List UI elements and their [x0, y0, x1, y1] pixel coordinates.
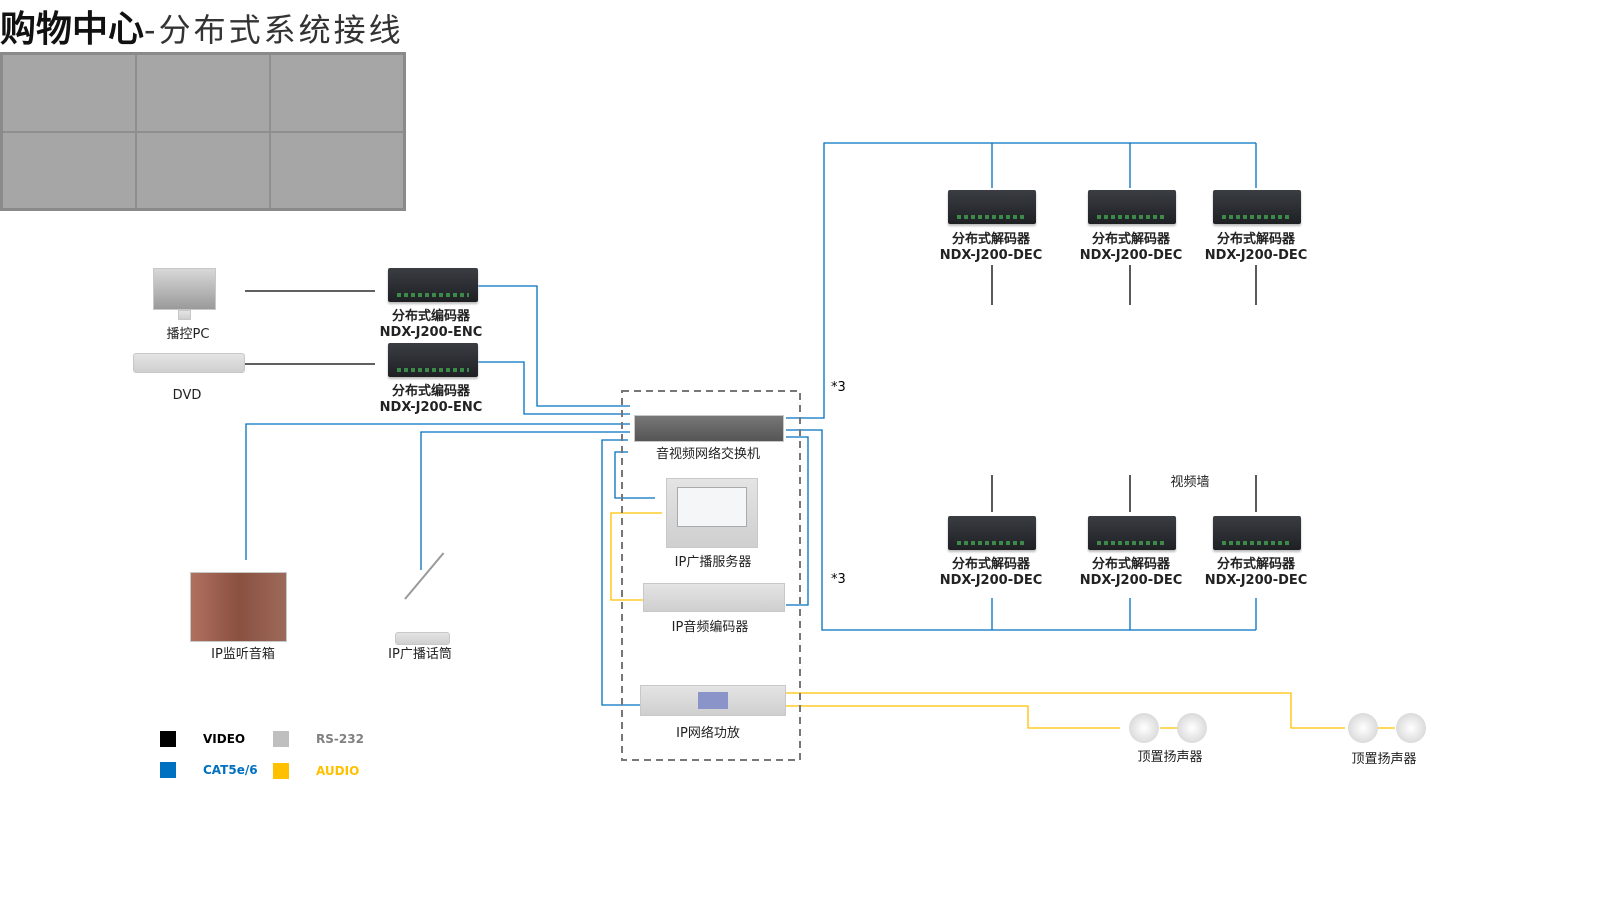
encoder-icon	[388, 268, 478, 302]
ceiling-speaker-icon	[1129, 713, 1159, 743]
decoder-icon	[1088, 190, 1176, 224]
decoder-icon	[1213, 190, 1301, 224]
legend-video-swatch	[160, 731, 176, 747]
audio-line-ceiling2	[786, 692, 1395, 729]
legend-rs232-swatch	[273, 731, 289, 747]
dvd-icon	[133, 353, 245, 373]
ceiling-speaker-label: 顶置扬声器	[1137, 750, 1203, 765]
encoder-icon	[388, 343, 478, 377]
cat-line-enc2	[478, 361, 630, 415]
switch-icon	[634, 415, 784, 442]
legend-audio-label: AUDIO	[316, 764, 360, 778]
monitor-speaker-label: IP监听音箱	[211, 647, 275, 662]
video-line-dec-top	[991, 265, 1257, 305]
multiplier-top: *3	[831, 380, 846, 395]
decoder-icon	[1213, 516, 1301, 550]
video-wall-label: 视频墙	[1170, 475, 1210, 490]
cat-line-speaker	[245, 423, 630, 560]
ceiling-speaker-icon	[1177, 713, 1207, 743]
cat-line-audio-enc	[786, 436, 809, 606]
decoder-icon	[948, 190, 1036, 224]
multiplier-bottom: *3	[831, 572, 846, 587]
mic-label: IP广播话筒	[388, 647, 452, 662]
amplifier-label: IP网络功放	[676, 726, 740, 741]
audio-encoder-icon	[643, 583, 785, 612]
cat-line-dec-bottom	[786, 429, 1257, 631]
server-icon	[666, 478, 758, 548]
audio-line-server	[610, 512, 662, 601]
page-title: 购物中心-分布式系统接线	[0, 9, 404, 50]
ceiling-speaker-icon	[1396, 713, 1426, 743]
cat-line-dec-top	[786, 142, 1257, 419]
ceiling-speaker-label: 顶置扬声器	[1351, 752, 1417, 767]
rack-dashed-box	[621, 390, 801, 761]
legend-cat-swatch	[160, 762, 176, 778]
pc-label: 播控PC	[166, 327, 210, 342]
monitor-speaker-icon	[190, 572, 287, 642]
mic-icon	[395, 632, 450, 645]
legend-audio-swatch	[273, 763, 289, 779]
decoder-icon	[948, 516, 1036, 550]
amplifier-icon	[640, 685, 786, 716]
cat-line-mic	[420, 431, 630, 570]
legend-rs232-label: RS-232	[316, 732, 364, 746]
legend-cat-label: CAT5e/6	[203, 763, 258, 777]
video-line-dec-bottom	[991, 475, 1257, 512]
ceiling-speaker-icon	[1348, 713, 1378, 743]
dvd-label: DVD	[172, 388, 202, 403]
server-label: IP广播服务器	[674, 555, 752, 570]
video-wall	[0, 52, 406, 211]
switch-label: 音视频网络交换机	[655, 447, 761, 462]
pc-monitor-icon	[153, 268, 216, 310]
legend-video-label: VIDEO	[203, 732, 246, 746]
cat-line-enc1	[478, 285, 630, 407]
pc-stand	[178, 310, 191, 320]
decoder-icon	[1088, 516, 1176, 550]
audio-encoder-label: IP音频编码器	[671, 620, 749, 635]
audio-line-ceiling1	[786, 705, 1180, 729]
